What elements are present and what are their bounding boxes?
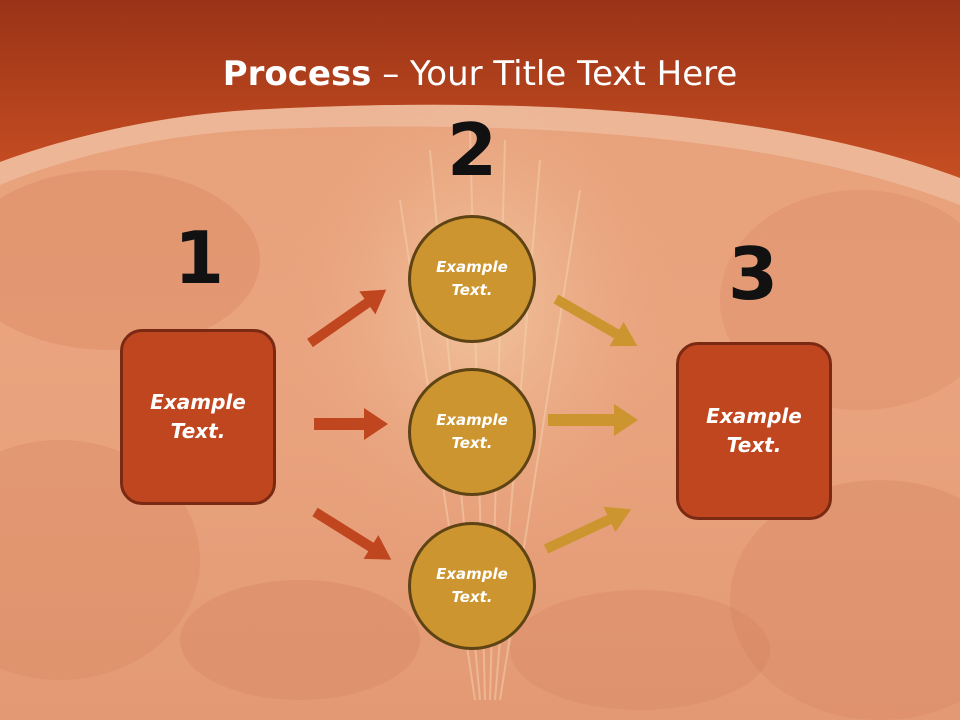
- right-box-line1: Example: [706, 404, 802, 428]
- circle-2-line2: Text.: [451, 434, 493, 452]
- circle-1-line1: Example: [436, 258, 508, 276]
- circle-2-line1: Example: [436, 411, 508, 429]
- arrow-from-circle-2: [548, 404, 638, 436]
- arrow-from-circle-3: [543, 506, 632, 554]
- title-rest: – Your Title Text Here: [371, 54, 738, 94]
- left-box-line2: Text.: [170, 419, 226, 443]
- arrow-to-circle-3: [312, 507, 392, 560]
- circle-2[interactable]: Example Text.: [408, 368, 536, 496]
- circle-3-line2: Text.: [451, 588, 493, 606]
- arrow-to-circle-1: [307, 289, 387, 348]
- step-number-2: 2: [446, 108, 498, 192]
- circle-1[interactable]: Example Text.: [408, 215, 536, 343]
- step-number-1: 1: [173, 216, 225, 300]
- arrow-from-circle-1: [553, 294, 638, 347]
- slide-title: Process – Your Title Text Here: [0, 52, 960, 96]
- left-box[interactable]: Example Text.: [120, 329, 276, 505]
- step-number-3: 3: [727, 232, 779, 316]
- left-box-line1: Example: [150, 390, 246, 414]
- right-box-line2: Text.: [726, 433, 782, 457]
- arrow-to-circle-2: [314, 408, 388, 440]
- circle-3[interactable]: Example Text.: [408, 522, 536, 650]
- right-box[interactable]: Example Text.: [676, 342, 832, 520]
- title-bold: Process: [222, 54, 372, 94]
- circle-3-line1: Example: [436, 565, 508, 583]
- circle-1-line2: Text.: [451, 281, 493, 299]
